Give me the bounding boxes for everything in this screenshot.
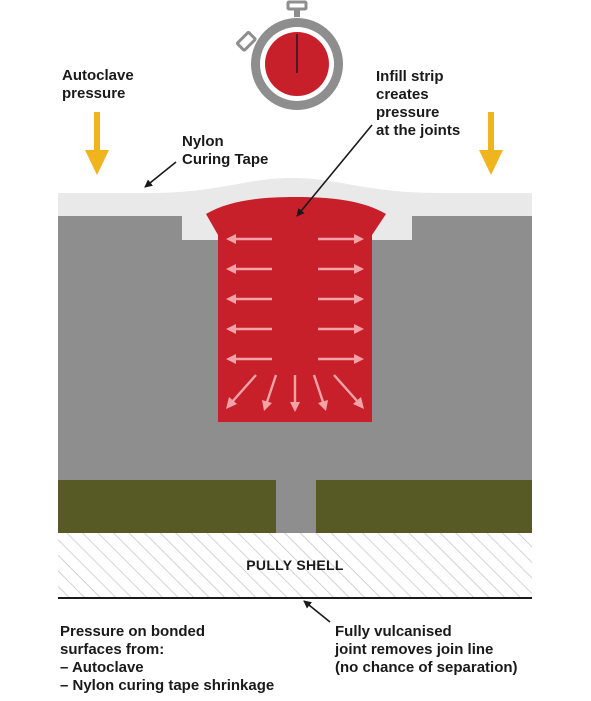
nylon-leader	[144, 161, 177, 188]
bonded-line-1: Pressure on bonded	[60, 623, 206, 640]
infill-strip	[206, 197, 386, 422]
autoclave-arrow-right	[479, 112, 503, 175]
autoclave-line-1: Autoclave	[62, 67, 134, 84]
arrow-left-row1	[226, 234, 272, 244]
vulcanised-joint-label: Fully vulcanised joint removes join line…	[335, 623, 518, 677]
arrow-right-row4	[318, 324, 364, 334]
vulcanised-line-3: (no chance of separation)	[335, 659, 518, 676]
bonded-line-4: – Nylon curing tape shrinkage	[60, 677, 275, 694]
bonded-line-2: surfaces from:	[60, 641, 165, 658]
autoclave-arrow-left	[85, 112, 109, 175]
arrow-right-row2	[318, 264, 364, 274]
arrow-fan-5	[333, 374, 364, 409]
arrow-right-row3	[318, 294, 364, 304]
arrow-left-row2	[226, 264, 272, 274]
infill-strip-label: Infill strip creates pressure at the joi…	[376, 68, 460, 140]
arrow-fan-4	[312, 374, 328, 411]
stopwatch-icon	[236, 0, 343, 110]
arrow-fan-1	[226, 374, 257, 409]
infill-line-3: pressure	[376, 104, 440, 121]
infill-line-2: creates	[376, 86, 429, 103]
olive-layer-left	[58, 480, 276, 533]
vulcanised-line-2: joint removes join line	[335, 641, 494, 658]
bonded-surfaces-label: Pressure on bonded surfaces from: – Auto…	[60, 623, 274, 695]
arrow-right-row1	[318, 234, 364, 244]
arrow-left-row5	[226, 354, 272, 364]
arrow-left-row4	[226, 324, 272, 334]
pully-shell-label: PULLY SHELL	[246, 557, 344, 573]
infill-leader	[296, 124, 373, 217]
vulcanised-line-1: Fully vulcanised	[335, 623, 452, 640]
olive-layer-right	[316, 480, 532, 533]
autoclave-line-2: pressure	[62, 85, 126, 102]
arrow-fan-2	[262, 374, 278, 411]
nylon-curing-tape-label: Nylon Curing Tape	[182, 133, 268, 169]
bonded-line-3: – Autoclave	[60, 659, 144, 676]
infill-line-4: at the joints	[376, 122, 461, 139]
arrow-right-row5	[318, 354, 364, 364]
inner-pressure-arrows	[226, 234, 364, 412]
arrow-left-row3	[226, 294, 272, 304]
autoclave-pressure-label: Autoclave pressure	[62, 67, 134, 103]
arrow-fan-3	[290, 375, 300, 412]
vulcanised-leader	[303, 600, 331, 623]
infill-line-1: Infill strip	[376, 68, 444, 85]
pully-shell	[58, 533, 532, 597]
nylon-line-1: Nylon	[182, 133, 224, 150]
nylon-line-2: Curing Tape	[182, 151, 269, 168]
